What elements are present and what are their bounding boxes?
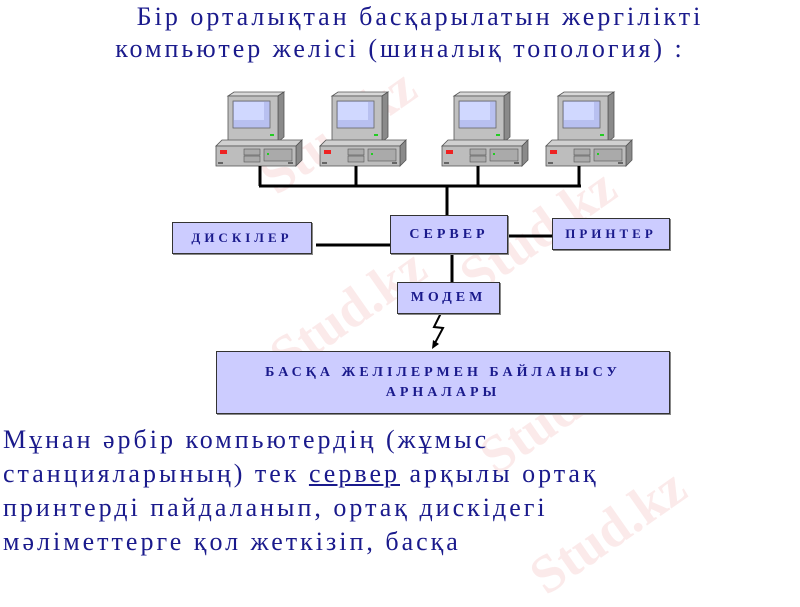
printer-node: ПРИНТЕР <box>552 218 670 250</box>
printer-label: ПРИНТЕР <box>565 226 657 241</box>
body-line-2-pre: станцияларының) тек <box>3 459 309 488</box>
computer-icon <box>545 91 633 167</box>
body-line-3: принтерді пайдаланып, ортақ дискідегі <box>3 493 548 522</box>
server-label: СЕРВЕР <box>409 226 489 242</box>
disks-node: ДИСКІЛЕР <box>172 222 312 254</box>
body-line-4: мәліметтерге қол жеткізіп, басқа <box>3 527 461 556</box>
bus-lines <box>258 166 581 283</box>
channels-label-2: АРНАЛАРЫ <box>385 384 501 400</box>
disks-label: ДИСКІЛЕР <box>191 230 293 245</box>
bus-topology-diagram <box>215 91 633 349</box>
computer-icon <box>319 91 407 167</box>
channels-label-1: БАСҚА ЖЕЛІЛЕРМЕН БАЙЛАНЫСУ <box>265 364 621 380</box>
channels-node: БАСҚА ЖЕЛІЛЕРМЕН БАЙЛАНЫСУ АРНАЛАРЫ <box>216 351 670 414</box>
server-link[interactable]: сервер <box>308 459 400 488</box>
title-line-1: Бір орталықтан басқарылатын жергілікті <box>136 2 704 31</box>
computer-icon <box>215 91 303 167</box>
body-line-2: станцияларының) тек сервер арқылы ортақ <box>3 457 800 491</box>
modem-node: МОДЕМ <box>397 282 500 314</box>
title-line-2: компьютер желісі (шиналық топология) : <box>115 34 685 63</box>
wireless-link-icon <box>432 312 445 349</box>
computer-icon <box>441 91 529 167</box>
modem-label: МОДЕМ <box>410 290 487 305</box>
body-line-1: Мұнан әрбір компьютердің (жұмыс <box>3 425 490 454</box>
body-line-2-post: арқылы ортақ <box>400 459 599 488</box>
description-text: Мұнан әрбір компьютердің (жұмыс станциял… <box>3 423 800 559</box>
server-node: СЕРВЕР <box>390 215 508 254</box>
